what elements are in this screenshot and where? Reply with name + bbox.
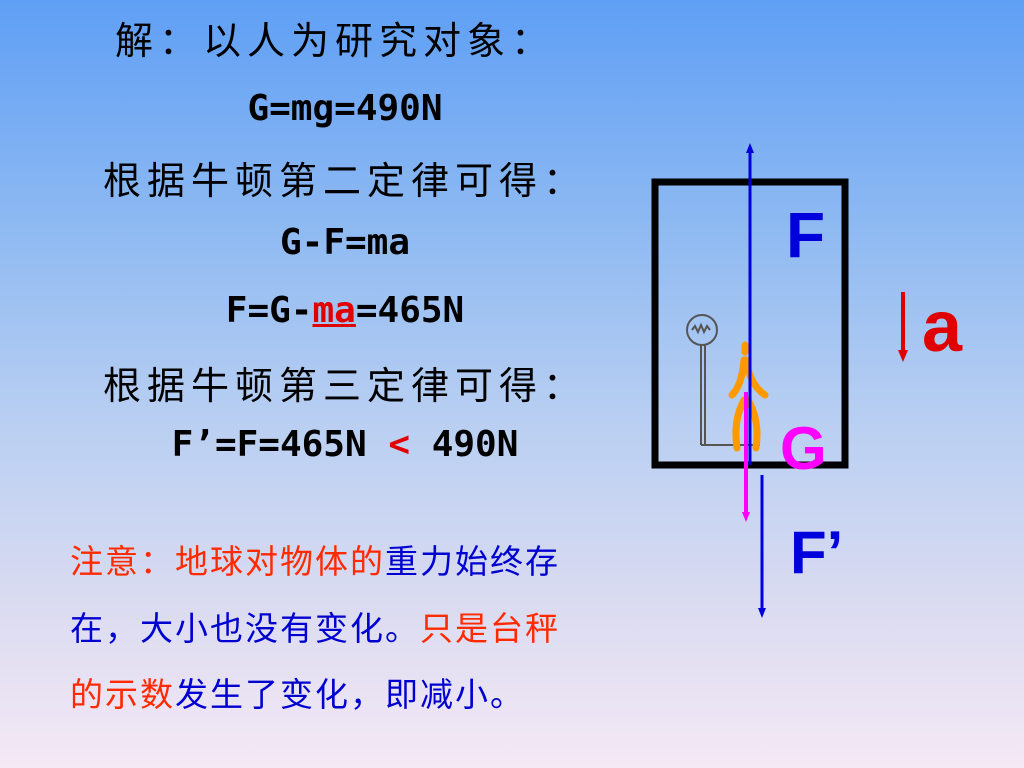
note-blue-text: 发生了变化，即减小。 [175,675,525,714]
label-G: G [780,415,827,482]
less-than-sign: < [388,424,411,465]
eq-part: F=G- [225,290,313,331]
note-red-text: 的示数 [70,675,175,714]
newton-third-law-line: 根据牛顿第三定律可得： [102,364,587,408]
eq-part: F’=F=465N [171,424,389,465]
note-line-3: 的示数发生了变化，即减小。 [70,668,650,716]
eq-part: 490N [410,424,519,465]
solution-heading: 解：以人为研究对象： [114,19,555,63]
label-F: F [786,199,826,271]
ma-term: ma [312,290,356,331]
note-line-2: 在，大小也没有变化。只是台秤 [70,602,650,650]
label-a: a [922,287,963,367]
note-red-text: 注意：地球对物体的 [70,542,385,581]
equation-support-force: F=G-ma=465N [0,290,690,331]
note-line-1: 注意：地球对物体的重力始终存 [70,535,650,583]
note-blue-text: 在，大小也没有变化。 [70,609,420,648]
equation-gravity: G=mg=490N [247,88,443,129]
label-F-prime: F’ [790,519,844,586]
equation-second-law: G-F=ma [279,222,411,263]
newton-second-law-line: 根据牛顿第二定律可得： [102,159,587,203]
eq-part: =465N [355,290,465,331]
note-blue-text: 重力始终存 [385,542,560,581]
equation-third-law: F’=F=465N < 490N [0,424,690,465]
note-red-text: 只是台秤 [420,609,560,648]
